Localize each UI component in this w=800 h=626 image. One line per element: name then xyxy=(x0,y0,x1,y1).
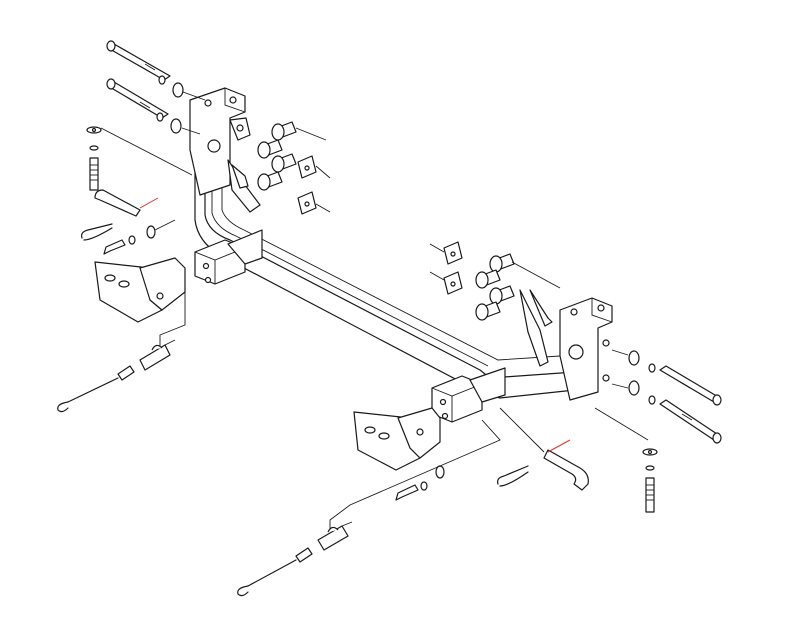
right-bolt-upper xyxy=(611,349,722,406)
left-tow-tab xyxy=(94,257,186,350)
right-safety-cable xyxy=(237,521,353,597)
left-safety-cable xyxy=(57,339,176,413)
spacer-group-right xyxy=(429,241,561,321)
left-bolt-upper xyxy=(106,40,206,101)
right-small-bolt-set xyxy=(395,465,445,501)
right-tow-tab-receiver xyxy=(431,367,506,423)
right-bolt-lower xyxy=(611,380,722,444)
right-hitch-pin xyxy=(499,407,589,491)
left-vertical-bolt-stack xyxy=(86,126,193,191)
left-tow-tab-receiver xyxy=(194,229,263,285)
right-tow-tab xyxy=(329,407,501,530)
left-small-bolt-set xyxy=(103,219,176,255)
right-mounting-bracket xyxy=(519,289,613,401)
spacer-group-left xyxy=(257,121,331,215)
left-bolt-lower xyxy=(106,78,201,135)
left-mounting-bracket xyxy=(189,87,261,213)
left-clip xyxy=(81,223,113,241)
left-hitch-pin xyxy=(94,189,159,217)
right-vertical-bolt-stack xyxy=(594,407,658,513)
right-clip xyxy=(497,465,529,487)
